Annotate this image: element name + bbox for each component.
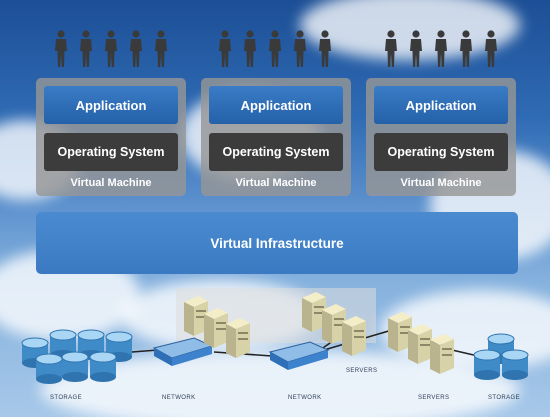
user-icon [219,30,231,67]
application-box: Application [44,86,178,124]
operating-system-box: Operating System [209,133,343,171]
virtual-machine-3: Application Operating System Virtual Mac… [366,78,516,196]
storage-drum-icon [89,351,117,382]
user-icon [460,30,472,67]
user-icon [435,30,447,67]
server-tower-icon [204,308,228,348]
user-icon [485,30,497,67]
caption-servers-middle: SERVERS [346,368,378,374]
cloud [300,0,520,60]
storage-right-group [473,333,529,380]
user-icon [105,30,117,67]
storage-drum-icon [501,349,529,380]
user-icon [269,30,281,67]
server-tower-icon [342,316,366,356]
storage-drum-icon [35,353,63,384]
storage-drum-icon [49,329,77,360]
user-icon [55,30,67,67]
caption-network-right: NETWORK [288,395,322,401]
virtual-machine-label: Virtual Machine [235,177,317,189]
caption-storage-left: STORAGE [50,395,83,401]
storage-drum-icon [473,349,501,380]
caption-storage-right: STORAGE [488,395,521,401]
server-tower-icon [226,318,250,358]
virtual-machine-1: Application Operating System Virtual Mac… [36,78,186,196]
network-switch-icon [152,337,214,366]
virtual-machine-label: Virtual Machine [400,177,482,189]
user-icon [385,30,397,67]
user-icon [294,30,306,67]
servers-middle-group [184,292,366,358]
network-switch-icon [268,341,330,370]
user-icon [80,30,92,67]
operating-system-box: Operating System [374,133,508,171]
caption-servers-right: SERVERS [418,395,450,401]
storage-left-group [21,329,133,384]
user-icon [130,30,142,67]
virtual-machine-label: Virtual Machine [70,177,152,189]
user-icon [155,30,167,67]
application-box: Application [374,86,508,124]
user-icon [319,30,331,67]
storage-drum-icon [61,351,89,382]
caption-network-left: NETWORK [162,395,196,401]
application-box: Application [209,86,343,124]
servers-right-group [388,312,454,374]
user-icon [244,30,256,67]
user-icon [410,30,422,67]
server-tower-icon [430,334,454,374]
virtual-infrastructure-layer: Virtual Infrastructure [36,212,518,274]
server-tower-icon [408,324,432,364]
virtual-machine-2: Application Operating System Virtual Mac… [201,78,351,196]
operating-system-box: Operating System [44,133,178,171]
